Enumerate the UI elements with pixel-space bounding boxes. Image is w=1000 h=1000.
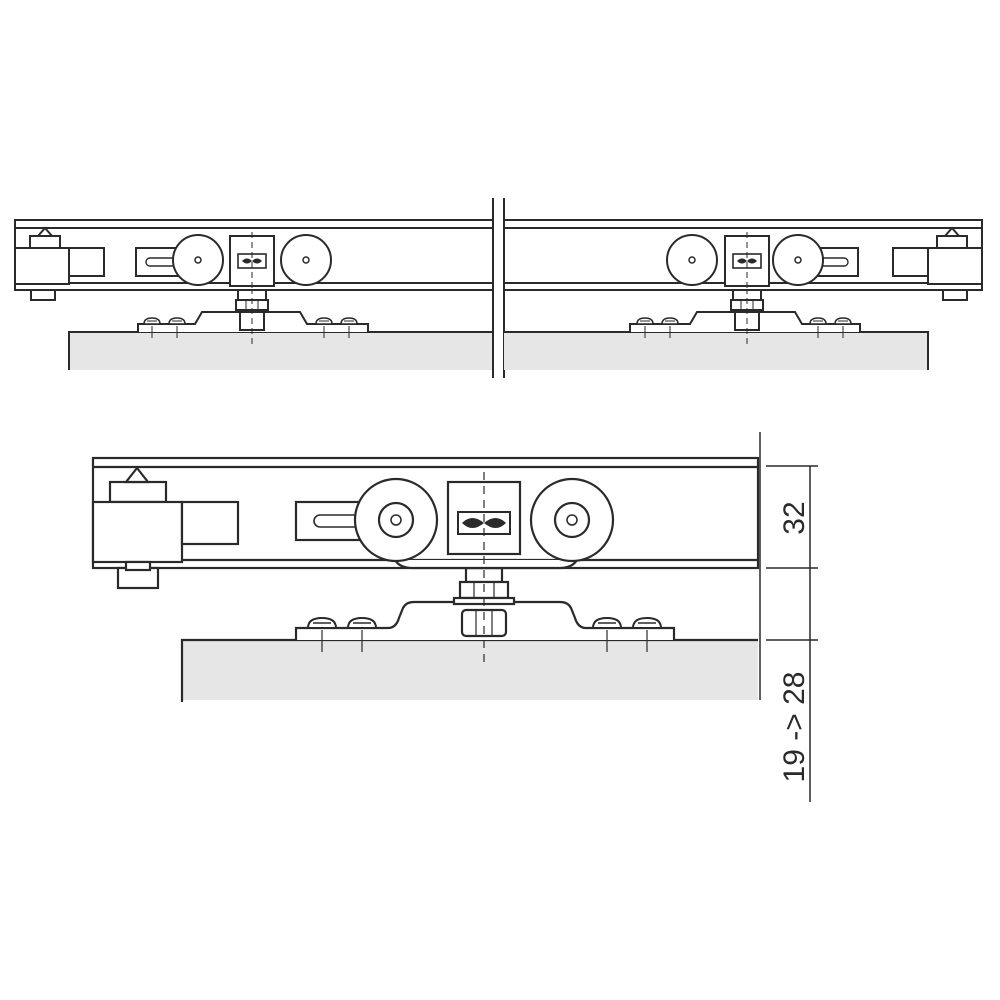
door-panel <box>69 332 493 370</box>
break-lines <box>492 198 505 378</box>
dimension-rail-height: 32 <box>778 501 811 534</box>
door-panel <box>504 332 928 370</box>
dimension-lines <box>759 432 818 802</box>
top-right-assembly <box>503 219 983 370</box>
detail-assembly <box>91 456 760 702</box>
top-left-assembly <box>14 219 494 370</box>
dimension-panel-thickness: 19 -> 28 <box>778 672 811 783</box>
door-panel <box>182 640 758 700</box>
